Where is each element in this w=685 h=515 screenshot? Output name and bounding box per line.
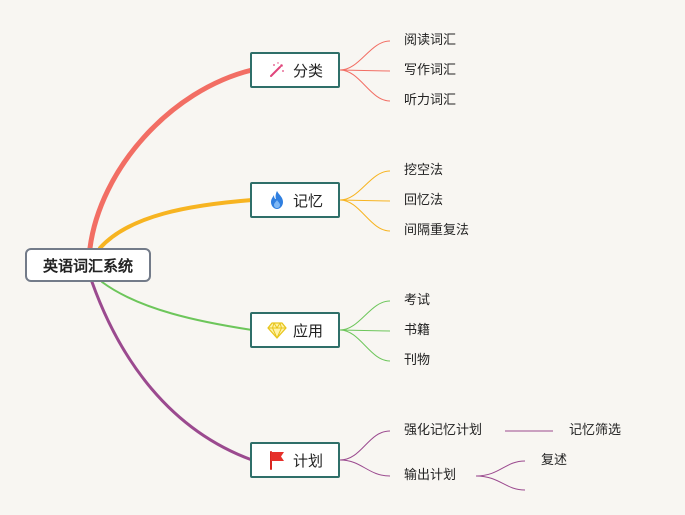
leaf-periodicals[interactable]: 刊物 (404, 353, 431, 368)
leaf-books[interactable]: 书籍 (404, 323, 431, 338)
leaf-listening-vocab[interactable]: 听力词汇 (404, 93, 457, 108)
connector-branch2-child2 (339, 199, 391, 202)
root-node-label: 英语词汇系统 (42, 256, 133, 275)
connector-root-branch-3 (101, 281, 253, 331)
branch-node-4[interactable]: 计划 (250, 442, 340, 478)
branch-node-3-label: 应用 (292, 321, 323, 340)
branch-node-1-label: 分类 (292, 61, 323, 80)
leaf-writing-vocab[interactable]: 写作词汇 (404, 63, 457, 78)
magic-wand-icon (267, 60, 287, 80)
connector-root-branch-2 (98, 198, 254, 250)
branch-node-2-label: 记忆 (292, 191, 323, 210)
leaf-retell[interactable]: 复述 (541, 453, 568, 468)
connector-branch1-child1 (339, 40, 391, 71)
connector-branch1-child3 (339, 69, 391, 102)
connector-branch2-child1 (339, 170, 391, 201)
branch-node-4-label: 计划 (292, 451, 323, 470)
diamond-icon (267, 320, 287, 340)
leaf-reading-vocab[interactable]: 阅读词汇 (404, 33, 457, 48)
connector-branch1-child2 (339, 69, 391, 72)
leaf-cloze-method[interactable]: 挖空法 (404, 163, 444, 178)
leaf-recall-method[interactable]: 回忆法 (404, 193, 444, 208)
connector-branch2-child3 (339, 199, 391, 232)
connector-root-branch-1 (87, 67, 255, 251)
fire-icon (267, 190, 287, 210)
connector-output-to-retell (475, 460, 526, 477)
connector-root-branch-4 (90, 280, 254, 462)
connector-branch4-child1 (339, 430, 391, 461)
branch-node-2[interactable]: 记忆 (250, 182, 340, 218)
connector-branch4-child2 (339, 459, 391, 477)
leaf-memory-filter[interactable]: 记忆筛选 (569, 423, 622, 438)
leaf-strengthen-plan[interactable]: 强化记忆计划 (404, 423, 483, 438)
leaf-output-plan[interactable]: 输出计划 (404, 468, 457, 483)
connector-branch3-child3 (339, 329, 391, 362)
root-node[interactable]: 英语词汇系统 (25, 248, 151, 282)
connector-branch3-child2 (339, 329, 391, 332)
flag-icon (267, 450, 287, 470)
branch-node-1[interactable]: 分类 (250, 52, 340, 88)
connector-branch3-child1 (339, 300, 391, 331)
leaf-spaced-repetition[interactable]: 间隔重复法 (404, 223, 470, 238)
branch-node-3[interactable]: 应用 (250, 312, 340, 348)
connector-output-to-empty (475, 475, 526, 491)
leaf-exam[interactable]: 考试 (404, 293, 431, 308)
